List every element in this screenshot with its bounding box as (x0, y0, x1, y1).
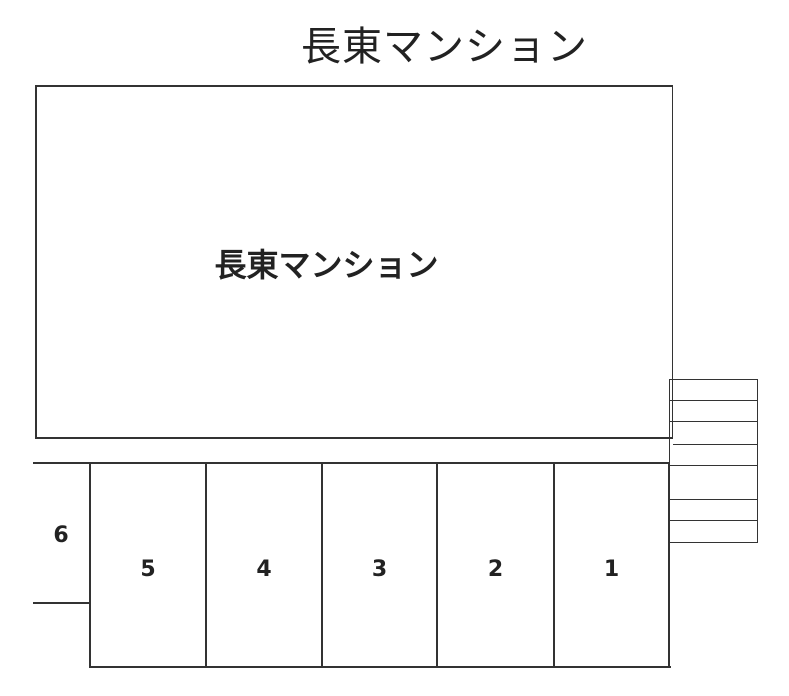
stair-step-line (669, 421, 758, 422)
parking-divider (89, 463, 91, 668)
parking-spot-5: 5 (140, 557, 156, 582)
parking-divider (321, 463, 323, 668)
parking-divider (205, 463, 207, 668)
parking-divider (668, 463, 670, 668)
parking-spot-2: 2 (487, 557, 504, 582)
spot-6-boundary (33, 602, 91, 604)
stair-step-line (669, 465, 758, 466)
parking-top-line (33, 462, 670, 464)
stairs-left-edge (669, 379, 670, 543)
page-title: 長東マンション (301, 24, 588, 70)
stair-step-line (669, 400, 758, 401)
building-outline (35, 85, 673, 439)
parking-spot-1: 1 (603, 557, 620, 582)
building-label: 長東マンション (214, 246, 439, 284)
stair-step-line (669, 520, 758, 521)
parking-spot-4: 4 (256, 557, 272, 582)
parking-divider (553, 463, 555, 668)
stair-step-line (673, 444, 757, 445)
parking-bottom-line (89, 666, 671, 668)
stairs-outline (669, 379, 758, 543)
parking-spot-6: 6 (53, 523, 69, 548)
stair-step-line (669, 499, 758, 500)
parking-spot-3: 3 (371, 557, 388, 582)
parking-divider (436, 463, 438, 668)
